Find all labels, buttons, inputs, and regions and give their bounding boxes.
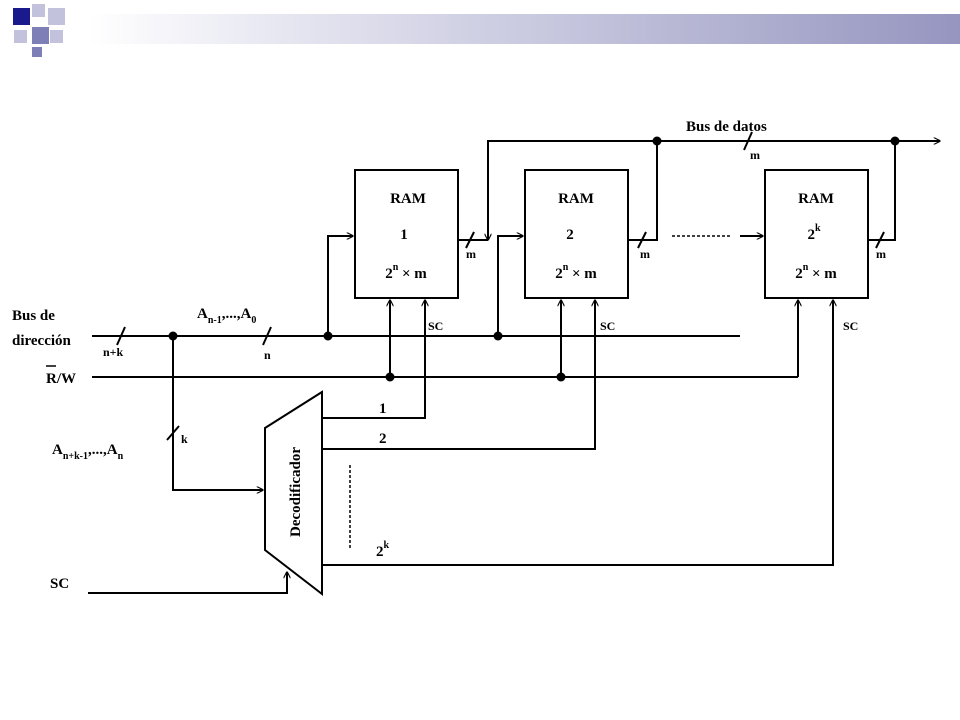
- ram-k-output: [868, 141, 896, 241]
- header-gradient-bar: [88, 14, 960, 44]
- header-square-mid: [32, 27, 49, 44]
- ram-2-output: [628, 141, 658, 241]
- low-address-label: An-1,...,A0: [197, 306, 256, 326]
- ram-k-title: RAM: [798, 191, 834, 207]
- header-square-light: [48, 8, 65, 25]
- decoder-output-1: [322, 300, 425, 419]
- address-bus-label-line1: Bus de: [12, 308, 55, 324]
- bus-slash-ram-1: [465, 231, 475, 249]
- bus-slash-n-k: [116, 326, 126, 346]
- ram-2-size: 2n × m: [555, 262, 597, 282]
- sc-to-decoder: [88, 572, 287, 594]
- header-square-mid: [32, 47, 42, 57]
- junction-dot: [323, 331, 333, 341]
- header-square-light: [50, 30, 63, 43]
- ram-1-box: [354, 169, 459, 299]
- ram-2-title: RAM: [558, 191, 594, 207]
- ram-2-sc-label: SC: [600, 319, 615, 333]
- junction-dot: [890, 136, 900, 146]
- ram-1-number: 1: [400, 227, 408, 243]
- decoder-output-2: [322, 300, 595, 450]
- bus-slash-ram-2: [637, 231, 647, 249]
- junction-dot: [556, 372, 566, 382]
- data-bus-label: Bus de datos: [686, 119, 767, 135]
- decoder-output-k: [322, 300, 833, 566]
- ram-1-sc-label: SC: [428, 319, 443, 333]
- ram-2-number: 2: [566, 227, 574, 243]
- junction-dot: [385, 372, 395, 382]
- slide-header: [0, 0, 960, 60]
- decoder-shape: [264, 390, 323, 597]
- junction-dot: [652, 136, 662, 146]
- ram-2-output-width: m: [640, 247, 650, 261]
- ram-k-output-width: m: [876, 247, 886, 261]
- data-bus-width: m: [750, 148, 760, 162]
- rw-label: R/W: [46, 371, 76, 387]
- junction-dot: [168, 331, 178, 341]
- ram-1-title: RAM: [390, 191, 426, 207]
- bus-slash-n: [262, 326, 272, 346]
- ram-1-size: 2n × m: [385, 262, 427, 282]
- address-to-ram-2: [497, 236, 523, 336]
- ram-k-size: 2n × m: [795, 262, 837, 282]
- header-square-dark: [13, 8, 30, 25]
- low-address-width: n: [264, 348, 271, 362]
- address-bus-label-line2: dirección: [12, 333, 72, 349]
- address-to-ram-1: [327, 236, 353, 336]
- ram-k-number: 2k: [807, 223, 821, 243]
- decoder-output-2-label: 2: [379, 431, 387, 447]
- header-square-light: [32, 4, 45, 17]
- decoder-output-k-label: 2k: [376, 540, 390, 560]
- ram-k-sc-label: SC: [843, 319, 858, 333]
- decoder-label: Decodificador: [288, 447, 304, 537]
- junction-dot: [493, 331, 503, 341]
- ram-1-output-width: m: [466, 247, 476, 261]
- address-bus-width: n+k: [103, 345, 124, 359]
- high-address-to-decoder: [172, 336, 263, 490]
- data-bus-line: [488, 141, 940, 240]
- high-address-label: An+k-1,...,An: [52, 442, 124, 462]
- bus-slash-data: [743, 131, 753, 151]
- bus-slash-k: [166, 425, 180, 441]
- sc-input-label: SC: [50, 576, 69, 592]
- header-square-light: [14, 30, 27, 43]
- high-address-width: k: [181, 432, 188, 446]
- decoder-output-1-label: 1: [379, 401, 387, 417]
- bus-slash-ram-k: [875, 231, 885, 249]
